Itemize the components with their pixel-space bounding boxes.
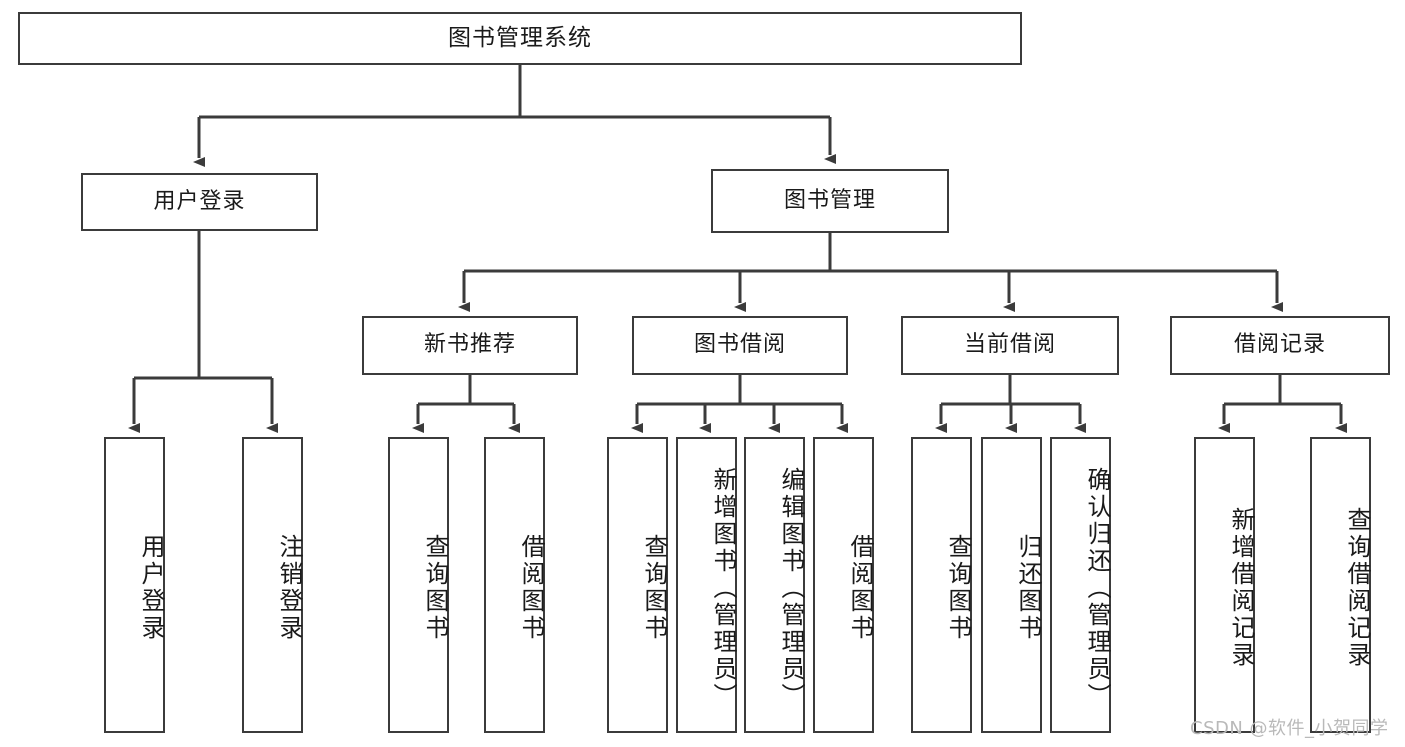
node-new-book-recommend[interactable]: 新书推荐 xyxy=(362,316,578,375)
node-label: 归还图书 xyxy=(1014,534,1042,642)
node-label: 当前借阅 xyxy=(963,332,1056,358)
node-current-borrow[interactable]: 当前借阅 xyxy=(901,316,1119,375)
node-label: 查询借阅记录 xyxy=(1343,507,1371,669)
node-label: 借阅图书 xyxy=(517,534,545,642)
node-root-system[interactable]: 图书管理系统 xyxy=(18,12,1022,65)
node-label: 新增借阅记录 xyxy=(1227,507,1255,669)
leaf-query-borrow-record[interactable]: 查询借阅记录 xyxy=(1310,437,1371,733)
node-label: 查询图书 xyxy=(640,534,668,642)
node-label: 借阅图书 xyxy=(846,534,874,642)
node-user-login[interactable]: 用户登录 xyxy=(81,173,318,231)
node-book-management[interactable]: 图书管理 xyxy=(711,169,949,233)
leaf-query-book-current[interactable]: 查询图书 xyxy=(911,437,972,733)
leaf-user-login[interactable]: 用户登录 xyxy=(104,437,165,733)
node-label: 借阅记录 xyxy=(1233,332,1326,358)
leaf-add-book-admin[interactable]: 新增图书（管理员） xyxy=(676,437,737,733)
csdn-watermark: CSDN @软件_小贺同学 xyxy=(1190,718,1389,739)
node-label: 查询图书 xyxy=(944,534,972,642)
node-label: 图书管理 xyxy=(783,187,876,213)
node-label: 图书借阅 xyxy=(693,332,786,358)
leaf-query-book-borrow[interactable]: 查询图书 xyxy=(607,437,668,733)
node-label: 用户登录 xyxy=(137,534,165,642)
leaf-confirm-return-admin[interactable]: 确认归还（管理员） xyxy=(1050,437,1111,733)
leaf-logout[interactable]: 注销登录 xyxy=(242,437,303,733)
leaf-borrow-book-recommend[interactable]: 借阅图书 xyxy=(484,437,545,733)
leaf-borrow-book[interactable]: 借阅图书 xyxy=(813,437,874,733)
node-label: 新增图书（管理员） xyxy=(709,466,737,710)
leaf-edit-book-admin[interactable]: 编辑图书（管理员） xyxy=(744,437,805,733)
node-label: 编辑图书（管理员） xyxy=(777,466,805,710)
leaf-return-book[interactable]: 归还图书 xyxy=(981,437,1042,733)
node-label: 新书推荐 xyxy=(423,332,516,358)
node-label: 用户登录 xyxy=(153,188,246,214)
node-label: 图书管理系统 xyxy=(448,24,592,51)
node-label: 确认归还（管理员） xyxy=(1083,466,1111,710)
node-book-borrow[interactable]: 图书借阅 xyxy=(632,316,848,375)
leaf-query-book-recommend[interactable]: 查询图书 xyxy=(388,437,449,733)
node-label: 注销登录 xyxy=(275,534,303,642)
node-label: 查询图书 xyxy=(421,534,449,642)
node-borrow-record[interactable]: 借阅记录 xyxy=(1170,316,1390,375)
leaf-add-borrow-record[interactable]: 新增借阅记录 xyxy=(1194,437,1255,733)
